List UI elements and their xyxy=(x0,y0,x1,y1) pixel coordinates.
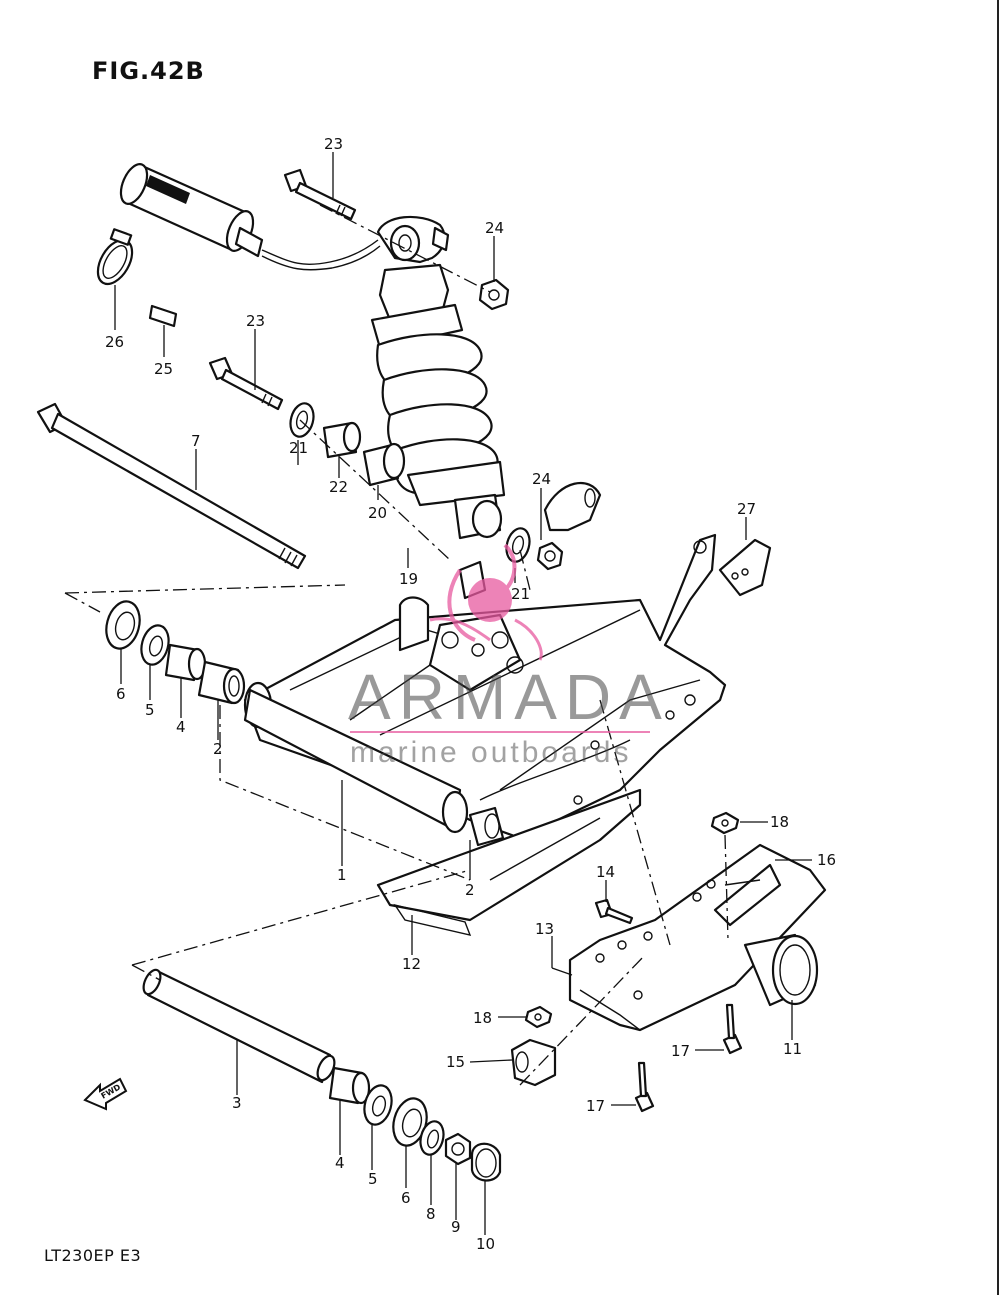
clamp-15-part xyxy=(510,1038,557,1087)
screw-17-lower-part xyxy=(634,1061,655,1113)
callout-23: 23 xyxy=(324,135,343,153)
callout-2: 2 xyxy=(465,881,475,899)
nut-9-part xyxy=(444,1132,472,1166)
alignment-lines xyxy=(64,204,729,1086)
callout-labels: 23 24 26 25 23 7 21 22 20 24 19 21 27 6 … xyxy=(105,135,836,1253)
watermark-brand: ARMADA xyxy=(348,661,670,733)
bearing-2-part xyxy=(197,660,246,705)
callout-21: 21 xyxy=(289,439,308,457)
callout-22: 22 xyxy=(329,478,348,496)
callout-17: 17 xyxy=(586,1097,605,1115)
callout-23: 23 xyxy=(246,312,265,330)
nut-18-upper-part xyxy=(710,811,740,835)
swingarm-part xyxy=(243,533,727,847)
callout-15: 15 xyxy=(446,1053,465,1071)
lower-nut-part xyxy=(536,541,564,571)
skid-plate-part xyxy=(376,788,642,936)
spacer-4b-part xyxy=(328,1066,371,1105)
callout-8: 8 xyxy=(426,1205,436,1223)
figure-title: FIG.42B xyxy=(92,57,205,85)
guide-16-part xyxy=(713,863,782,927)
callout-1: 1 xyxy=(337,866,347,884)
callout-12: 12 xyxy=(402,955,421,973)
callout-20: 20 xyxy=(368,504,387,522)
boot-11-part xyxy=(743,933,819,1007)
callout-24: 24 xyxy=(485,219,504,237)
cable-guide-part xyxy=(718,538,772,597)
collar-22-part xyxy=(322,421,362,459)
callout-14: 14 xyxy=(596,863,615,881)
callout-5: 5 xyxy=(368,1170,378,1188)
callout-7: 7 xyxy=(191,432,201,450)
shock-absorber-part xyxy=(370,215,506,540)
callout-11: 11 xyxy=(783,1040,802,1058)
callout-4: 4 xyxy=(335,1154,345,1172)
callout-3: 3 xyxy=(232,1094,242,1112)
washer-8-part xyxy=(419,1120,445,1156)
watermark-logo xyxy=(350,543,650,733)
callout-5: 5 xyxy=(145,701,155,719)
bolt-14-part xyxy=(594,898,634,925)
callout-27: 27 xyxy=(737,500,756,518)
watermark-tagline: marine outboards xyxy=(350,736,632,769)
spacer-4-part xyxy=(164,643,207,682)
hose-clamp-part xyxy=(96,228,134,286)
callout-19: 19 xyxy=(399,570,418,588)
cap-10-part xyxy=(470,1142,502,1182)
callout-4: 4 xyxy=(176,718,186,736)
nut-18-lower-part xyxy=(524,1005,553,1029)
callout-10: 10 xyxy=(476,1235,495,1253)
bushing-20-part xyxy=(362,442,406,487)
upper-nut-part xyxy=(478,278,510,311)
washer-5b-part xyxy=(363,1084,393,1126)
callout-21: 21 xyxy=(511,585,530,603)
callout-18: 18 xyxy=(770,813,789,831)
dust-seal-6-part xyxy=(105,600,141,650)
callout-9: 9 xyxy=(451,1218,461,1236)
washer-5-part xyxy=(140,624,170,666)
label-plate-part xyxy=(148,304,178,328)
callout-16: 16 xyxy=(817,851,836,869)
model-code: LT230EP E3 xyxy=(44,1246,142,1265)
leader-lines xyxy=(114,152,812,1235)
lower-shock-bolt-part xyxy=(208,356,284,411)
callout-6: 6 xyxy=(116,685,126,703)
upper-shock-bolt-part xyxy=(283,168,357,221)
callout-13: 13 xyxy=(535,920,554,938)
callout-25: 25 xyxy=(154,360,173,378)
callout-18: 18 xyxy=(473,1009,492,1027)
callout-6: 6 xyxy=(401,1189,411,1207)
shock-reservoir-part xyxy=(119,163,381,271)
callout-24: 24 xyxy=(532,470,551,488)
callout-2: 2 xyxy=(213,740,223,758)
fwd-arrow-icon: FWD xyxy=(83,1077,128,1111)
callout-26: 26 xyxy=(105,333,124,351)
screw-17-upper-part xyxy=(722,1003,743,1055)
washer-21-part xyxy=(289,402,315,438)
pivot-tube-part xyxy=(142,968,336,1084)
shock-mount-bracket-part xyxy=(543,481,602,532)
pivot-shaft-part xyxy=(36,402,307,570)
callout-17: 17 xyxy=(671,1042,690,1060)
